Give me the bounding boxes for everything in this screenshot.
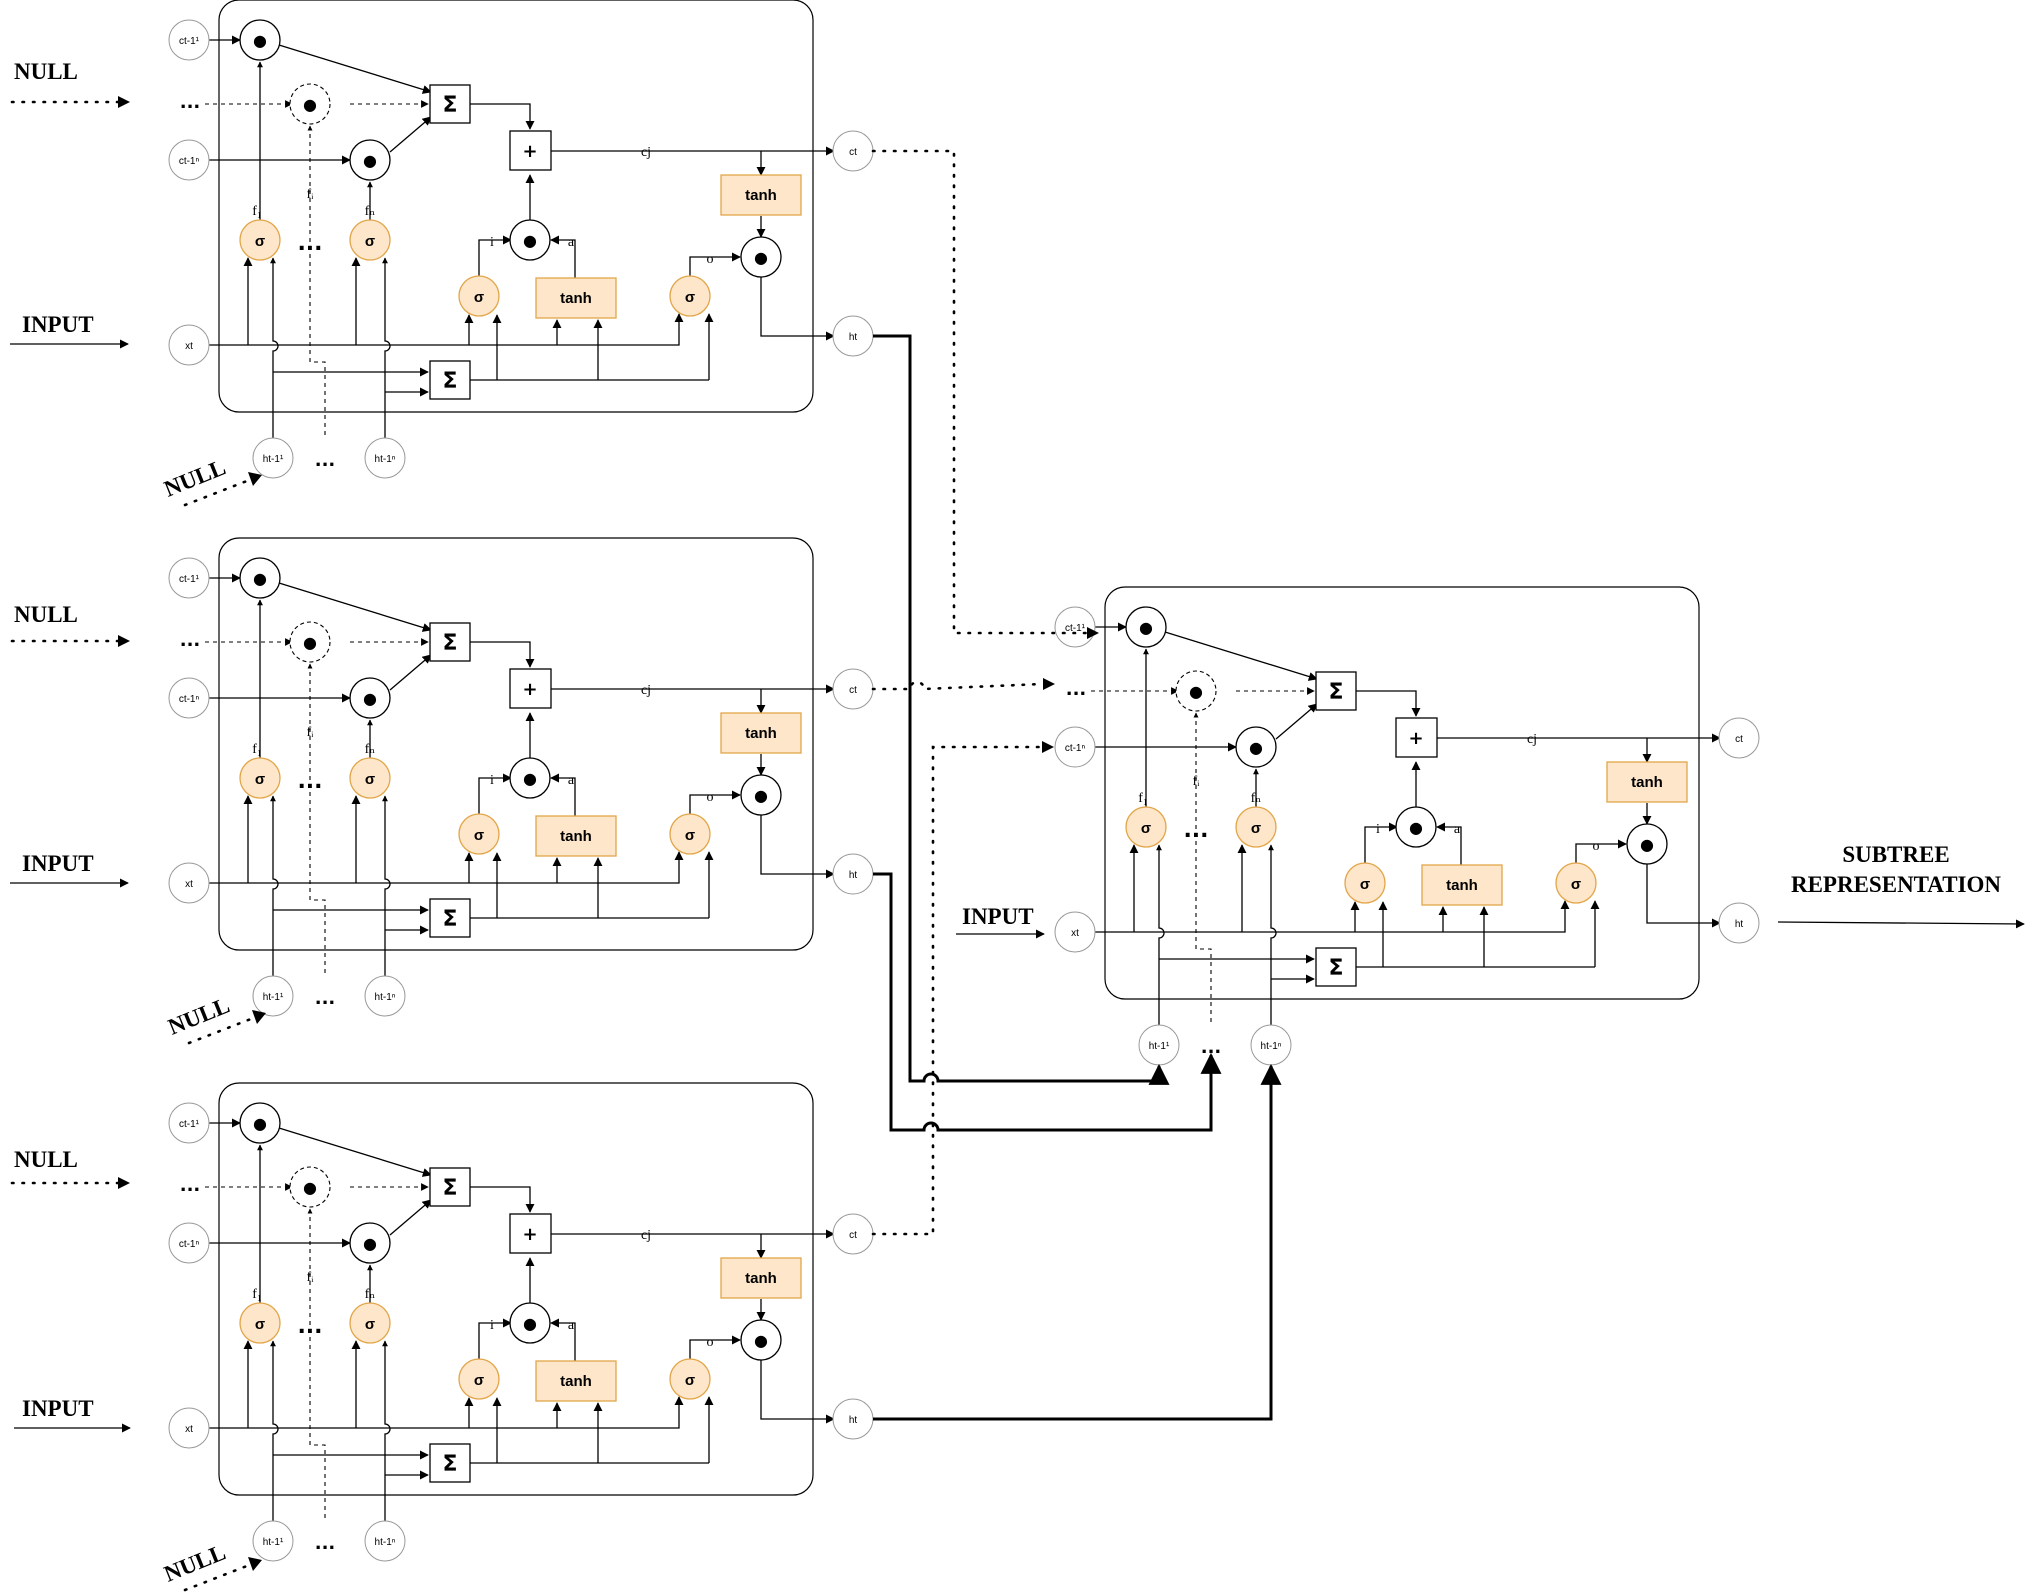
lstm-cell-2 <box>169 538 873 1016</box>
node-c-last-label: ct-1ⁿ <box>179 156 200 167</box>
c-connection-1 <box>871 149 1092 635</box>
wire-h1-sig-f1 <box>270 257 279 440</box>
forget-mult-first <box>239 19 281 61</box>
null-label: NULL <box>161 1540 230 1587</box>
node-x-in-label: xt <box>185 341 193 352</box>
dot-glyph: ● <box>253 31 267 50</box>
sigma-forget-first <box>239 219 281 261</box>
wire-tanh-a <box>550 235 576 278</box>
node-h-last-label: ht-1ⁿ <box>375 454 396 465</box>
output-arrow <box>1777 919 2025 929</box>
lstm-cell-3 <box>169 1083 873 1561</box>
tanh-text: tanh <box>560 290 592 307</box>
c-connection-2 <box>871 680 1044 691</box>
node-h-out-label: ht <box>849 332 858 343</box>
null-label: NULL <box>14 59 78 84</box>
node-x-in <box>168 324 210 366</box>
wire-sig-o <box>689 252 741 280</box>
cell-frame <box>218 0 814 413</box>
forget-mult-mid <box>289 83 331 125</box>
sigma-input <box>458 275 500 317</box>
tanh-text: tanh <box>745 187 777 204</box>
label-f1: f₁ <box>252 204 262 219</box>
dot-glyph: ● <box>754 248 768 267</box>
plus-box <box>509 130 552 171</box>
input-label: INPUT <box>22 851 94 876</box>
lstm-cell-parent <box>1055 587 1759 1065</box>
sum-box-hidden <box>429 360 471 400</box>
sigma-glyph: σ <box>255 233 265 250</box>
tanh-cell <box>720 174 802 216</box>
null-arrow <box>183 1562 254 1592</box>
h-connection-3 <box>873 1063 1282 1421</box>
null-label: NULL <box>14 1147 78 1172</box>
output-label-line1: SUBTREE <box>1842 842 1949 867</box>
output-mult <box>740 236 782 278</box>
node-c-first-label: ct-1¹ <box>179 36 200 47</box>
label-fi: fᵢ <box>307 187 315 202</box>
sigma-forget-last <box>349 219 391 261</box>
wire-x-sig3 <box>669 313 684 346</box>
tanh-candidate <box>535 277 617 319</box>
h-connection-2 <box>873 872 1222 1132</box>
label-cj: cj <box>641 145 651 160</box>
wire-dot-hout <box>760 276 835 341</box>
null-label: NULL <box>165 993 234 1040</box>
node-h-first <box>252 437 294 479</box>
ellipsis-h-mid: ... <box>315 450 336 471</box>
sigma-glyph: σ <box>365 233 375 250</box>
forget-mult-last <box>349 139 391 181</box>
dot-glyph: ● <box>523 231 537 250</box>
wire-hn-sig-fn <box>382 257 391 440</box>
label-a: a <box>568 235 575 250</box>
null-label: NULL <box>14 602 78 627</box>
input-label: INPUT <box>962 904 1034 929</box>
node-h-first-label: ht-1¹ <box>263 454 284 465</box>
label-o: o <box>707 252 714 267</box>
dot-glyph: ● <box>303 95 317 114</box>
sigma-glyph: σ <box>474 289 484 306</box>
output-label-line2: REPRESENTATION <box>1791 872 2001 897</box>
sigma-glyph: σ <box>685 289 695 306</box>
sum-glyph: Σ <box>442 93 457 118</box>
ellipsis-c-mid: ... <box>180 92 201 113</box>
c-connection-3 <box>871 745 1047 1236</box>
wire-f1-sum <box>278 44 432 94</box>
wire-mid-f <box>307 125 326 435</box>
dot-glyph: ● <box>363 151 377 170</box>
node-c-out-label: ct <box>849 147 857 158</box>
wire-fn-sum <box>389 116 432 153</box>
node-c-last <box>168 139 210 181</box>
input-mult <box>509 219 551 261</box>
node-h-last <box>364 437 406 479</box>
label-i: i <box>490 235 494 250</box>
label-fn: fₙ <box>365 204 376 219</box>
h-connection-1 <box>873 334 1170 1085</box>
node-c-first <box>168 19 210 61</box>
ellipsis-f-mid: ... <box>297 231 322 256</box>
input-label: INPUT <box>22 312 94 337</box>
null-label: NULL <box>161 455 230 502</box>
wire-sum-plus <box>470 103 535 130</box>
input-label: INPUT <box>22 1396 94 1421</box>
null-arrow <box>187 1015 258 1045</box>
sigma-output <box>669 275 711 317</box>
null-arrow <box>183 477 254 507</box>
sum-box-forget <box>429 84 471 124</box>
plus-glyph: + <box>522 141 537 162</box>
sum-glyph: Σ <box>442 369 457 394</box>
wire-sig-i <box>478 235 512 280</box>
